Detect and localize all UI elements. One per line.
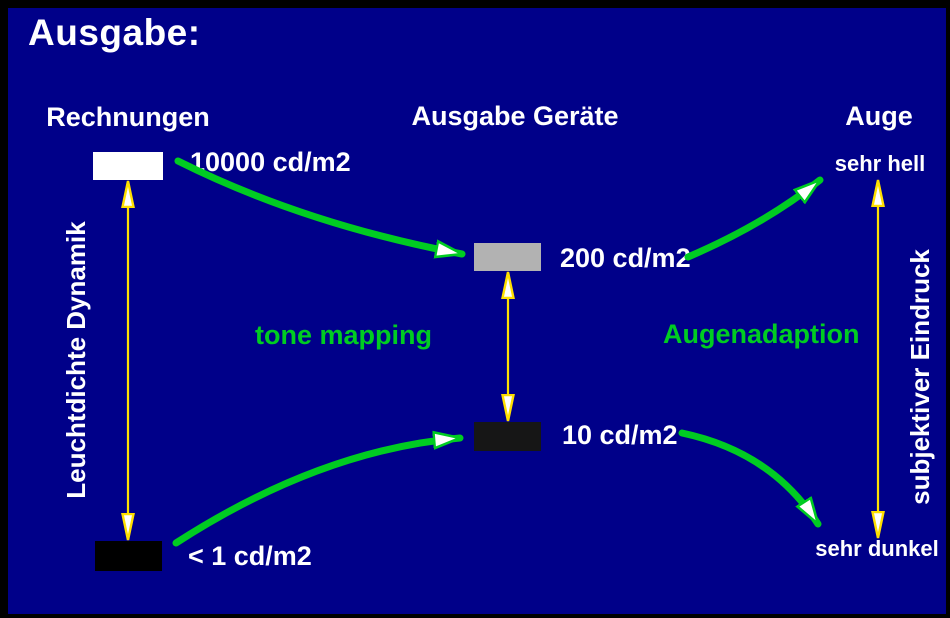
luminance-box-gray-display-max	[474, 243, 541, 271]
column-header-rechnungen: Rechnungen	[46, 102, 210, 132]
value-label-10-cdm2: 10 cd/m2	[562, 420, 678, 450]
axis-label-subjektiver-eindruck: subjektiver Eindruck	[905, 249, 935, 505]
slide-background	[8, 8, 946, 614]
axis-label-leuchtdichte-dynamik: Leuchtdichte Dynamik	[61, 221, 91, 499]
luminance-box-black-dark	[95, 541, 162, 571]
label-augenadaption: Augenadaption	[663, 319, 860, 349]
column-header-ausgabe-geraete: Ausgabe Geräte	[411, 101, 619, 131]
label-sehr-hell: sehr hell	[834, 151, 926, 176]
value-label-200-cdm2: 200 cd/m2	[560, 243, 691, 273]
label-tone-mapping: tone mapping	[255, 320, 432, 350]
label-sehr-dunkel: sehr dunkel	[815, 536, 939, 561]
page-title: Ausgabe:	[28, 12, 201, 53]
value-label-less-1-cdm2: < 1 cd/m2	[188, 541, 312, 571]
luminance-box-white-bright	[93, 152, 163, 180]
value-label-10000-cdm2: 10000 cd/m2	[190, 147, 351, 177]
column-header-auge: Auge	[845, 101, 913, 131]
luminance-box-dark-display-min	[474, 422, 541, 451]
